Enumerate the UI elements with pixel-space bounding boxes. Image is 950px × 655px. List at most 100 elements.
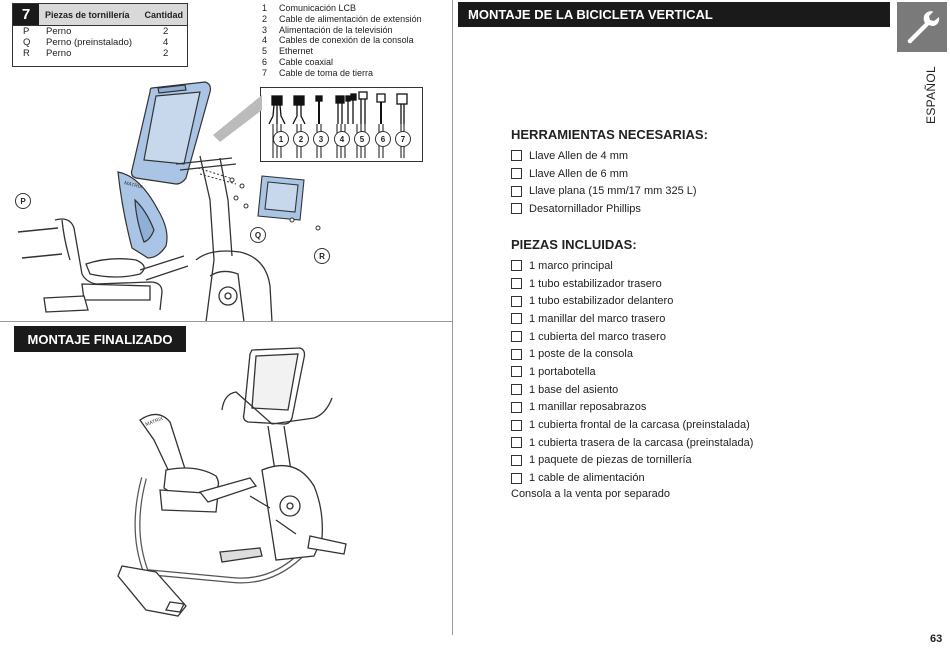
cable-legend-item: 1 Comunicación LCB — [262, 3, 422, 14]
cable-label: Comunicación LCB — [279, 3, 357, 13]
cable-legend-item: 4 Cables de conexión de la consola — [262, 35, 422, 46]
hardware-qty: 2 — [163, 26, 169, 37]
cable-number: 4 — [262, 35, 268, 46]
finished-bike-illustration: MATRIX — [100, 340, 400, 625]
hardware-row: Q Perno (preinstalado) 4 — [13, 37, 187, 48]
hardware-header-qty: Cantidad — [144, 9, 183, 20]
hardware-header-parts: Piezas de tornillería — [45, 9, 130, 20]
finished-bike-drawing: MATRIX — [117, 347, 347, 617]
hardware-row: P Perno 2 — [13, 26, 187, 37]
part-label: 1 cable de alimentación — [529, 472, 645, 485]
checkbox[interactable] — [511, 401, 522, 413]
console-assembly-illustration: MATRIX P Q R — [0, 60, 452, 323]
checkbox[interactable] — [511, 437, 522, 449]
cable-legend-item: 3 Alimentación de la televisión — [262, 25, 422, 36]
checkbox[interactable] — [511, 150, 522, 162]
part-item: 1 tubo estabilizador delantero — [511, 292, 753, 310]
cable-number: 2 — [262, 13, 268, 24]
console-note: Consola a la venta por separado — [511, 487, 670, 500]
part-label: 1 manillar del marco trasero — [529, 312, 666, 325]
part-label: 1 paquete de piezas de tornillería — [529, 454, 692, 467]
cable-callout: 2 — [293, 131, 309, 147]
hardware-letter: Q — [23, 37, 31, 48]
part-callout-q: Q — [250, 227, 266, 243]
language-tab: ESPAÑOL — [916, 60, 946, 130]
cable-connector-diagram: 1 2 3 4 5 6 7 — [260, 87, 423, 162]
section-divider — [0, 321, 452, 322]
part-item: 1 tubo estabilizador trasero — [511, 275, 753, 293]
part-item: 1 cubierta del marco trasero — [511, 328, 753, 346]
tool-item: Llave Allen de 4 mm — [511, 147, 708, 165]
cable-callout: 4 — [334, 131, 350, 147]
part-item: 1 base del asiento — [511, 381, 753, 399]
checkbox[interactable] — [511, 384, 522, 396]
part-item: 1 marco principal — [511, 257, 753, 275]
checkbox[interactable] — [511, 472, 522, 484]
cable-number: 1 — [262, 3, 268, 13]
part-item: 1 paquete de piezas de tornillería — [511, 452, 753, 470]
cable-callout: 3 — [313, 131, 329, 147]
part-item: 1 poste de la consola — [511, 345, 753, 363]
cable-number: 5 — [262, 46, 268, 57]
checkbox[interactable] — [511, 454, 522, 466]
checkbox[interactable] — [511, 313, 522, 325]
part-item: 1 portabotella — [511, 363, 753, 381]
checkbox[interactable] — [511, 203, 522, 215]
part-label: 1 manillar reposabrazos — [529, 401, 647, 414]
checkbox[interactable] — [511, 278, 522, 290]
part-label: 1 poste de la consola — [529, 348, 633, 361]
part-callout-r: R — [314, 248, 330, 264]
checkbox[interactable] — [511, 168, 522, 180]
part-label: 1 tubo estabilizador delantero — [529, 295, 674, 308]
hardware-name: Perno — [46, 26, 72, 37]
part-item: 1 cubierta frontal de la carcasa (preins… — [511, 416, 753, 434]
cable-callout: 6 — [375, 131, 391, 147]
assembly-tab — [897, 2, 947, 52]
cable-callout: 7 — [395, 131, 411, 147]
checkbox[interactable] — [511, 295, 522, 307]
part-label: 1 cubierta trasera de la carcasa (preins… — [529, 436, 754, 449]
finished-assembly-title: MONTAJE FINALIZADO — [14, 326, 186, 352]
checkbox[interactable] — [511, 419, 522, 431]
wrench-icon — [907, 11, 940, 44]
tool-item: Llave plana (15 mm/17 mm 325 L) — [511, 182, 708, 200]
tool-label: Llave plana (15 mm/17 mm 325 L) — [529, 185, 697, 198]
hardware-table-header: 7 Piezas de tornillería Cantidad — [13, 4, 187, 26]
language-label: ESPAÑOL — [924, 66, 938, 124]
checkbox[interactable] — [511, 366, 522, 378]
tool-label: Llave Allen de 4 mm — [529, 149, 629, 162]
svg-text:MATRIX: MATRIX — [123, 180, 143, 191]
part-item: 1 cubierta trasera de la carcasa (preins… — [511, 434, 753, 452]
step-number: 7 — [13, 4, 39, 25]
cable-label: Cables de conexión de la consola — [279, 35, 414, 46]
parts-section: PIEZAS INCLUIDAS: 1 marco principal 1 tu… — [511, 237, 753, 500]
cable-number: 3 — [262, 24, 268, 35]
cable-label: Alimentación de la televisión — [279, 24, 393, 35]
part-label: 1 tubo estabilizador trasero — [529, 277, 662, 290]
part-item: 1 manillar del marco trasero — [511, 310, 753, 328]
hardware-name: Perno — [46, 48, 72, 59]
checkbox[interactable] — [511, 260, 522, 272]
hardware-letter: P — [23, 26, 30, 37]
cable-legend-item: 5 Ethernet — [262, 46, 422, 57]
checkbox[interactable] — [511, 185, 522, 197]
hardware-qty: 4 — [163, 37, 169, 48]
part-callout-p: P — [15, 193, 31, 209]
cable-callout: 5 — [354, 131, 370, 147]
part-label: 1 cubierta frontal de la carcasa (preins… — [529, 419, 750, 432]
tool-label: Desatornillador Phillips — [529, 202, 641, 215]
hardware-qty: 2 — [163, 48, 169, 59]
hardware-letter: R — [23, 48, 30, 59]
tools-section: HERRAMIENTAS NECESARIAS: Llave Allen de … — [511, 127, 708, 218]
part-item: 1 cable de alimentación — [511, 469, 753, 487]
cable-label: Ethernet — [279, 46, 314, 57]
checkbox[interactable] — [511, 331, 522, 343]
tool-item: Desatornillador Phillips — [511, 200, 708, 218]
part-label: 1 base del asiento — [529, 383, 619, 396]
cable-callout: 1 — [273, 131, 289, 147]
hardware-row: R Perno 2 — [13, 48, 187, 59]
page-divider — [452, 0, 453, 635]
cable-label: Cable de alimentación de extensión — [279, 13, 422, 24]
checkbox[interactable] — [511, 348, 522, 360]
